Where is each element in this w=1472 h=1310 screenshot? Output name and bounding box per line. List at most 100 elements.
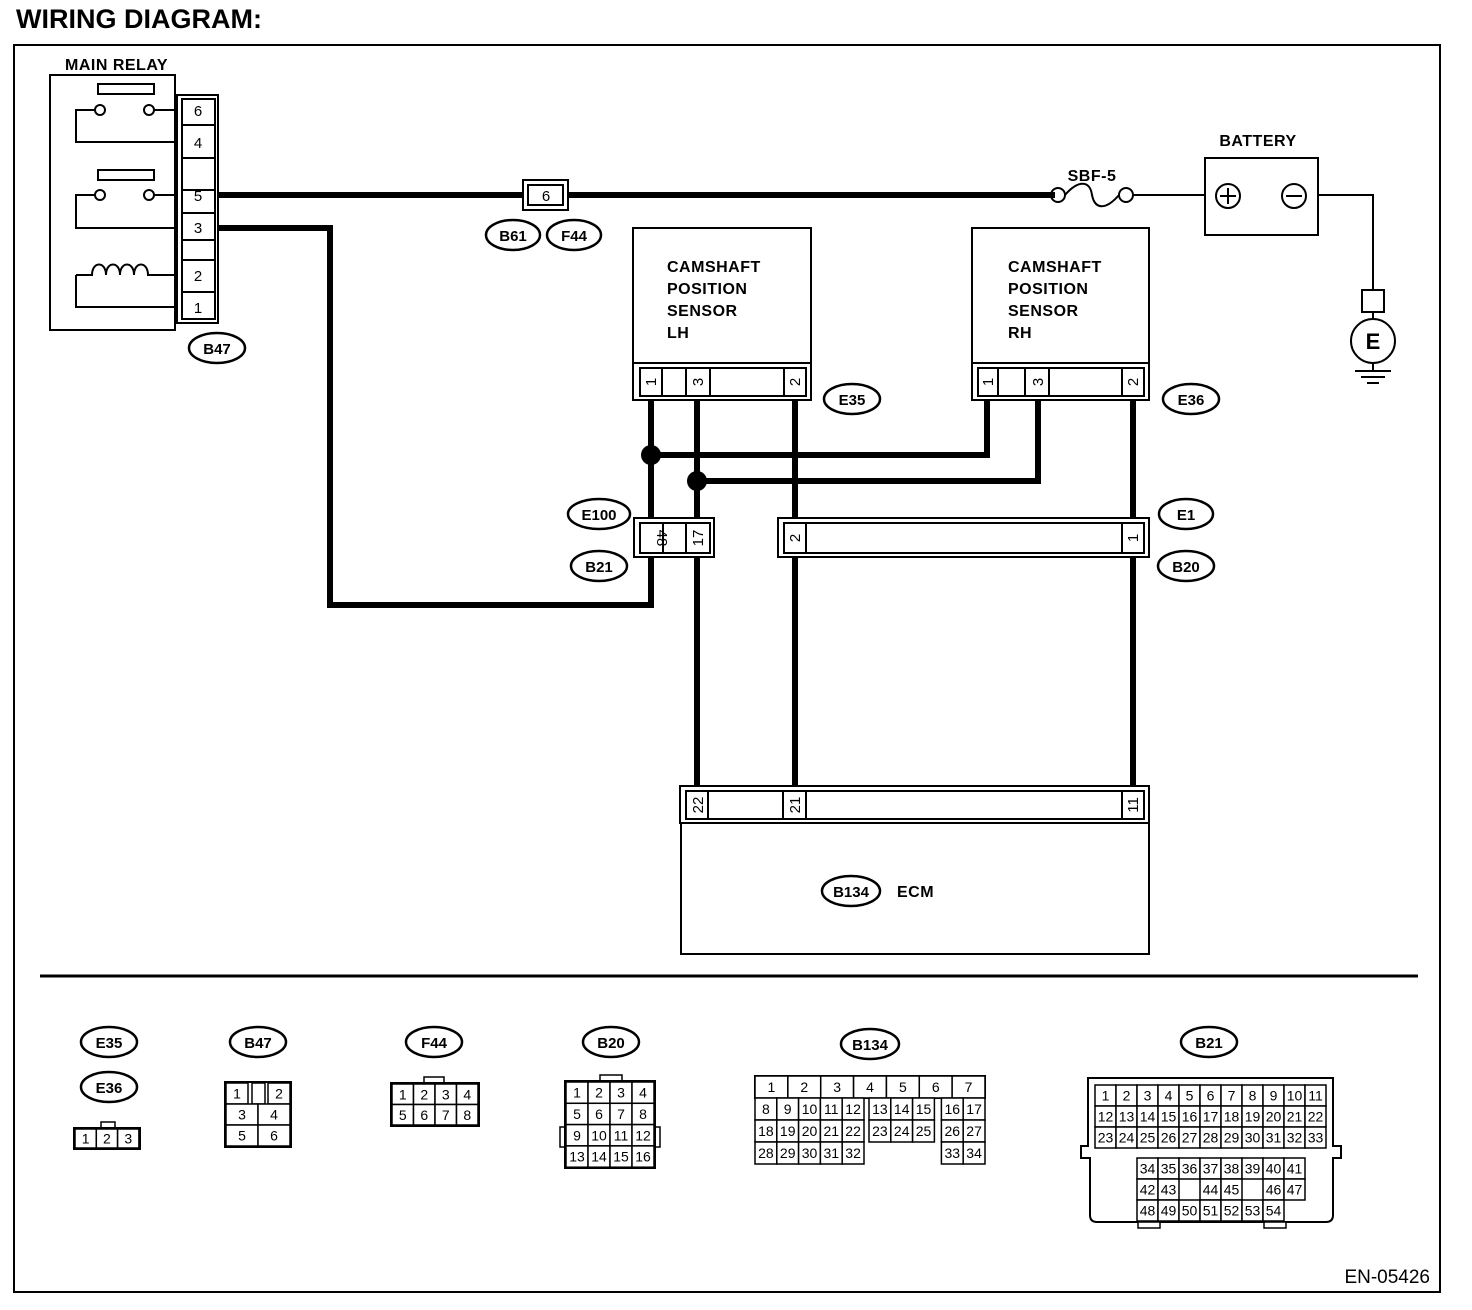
camshaft-sensor-rh: CAMSHAFT POSITION SENSOR RH 1 3 2 xyxy=(971,227,1150,401)
svg-text:28: 28 xyxy=(1203,1130,1219,1146)
splice-point xyxy=(687,471,707,491)
connector-pin-cell xyxy=(1262,1199,1285,1222)
page-title: WIRING DIAGRAM: xyxy=(16,4,262,34)
svg-text:6: 6 xyxy=(270,1128,278,1144)
svg-text:1: 1 xyxy=(82,1131,90,1147)
svg-text:26: 26 xyxy=(1161,1130,1177,1146)
svg-text:F44: F44 xyxy=(421,1035,448,1052)
connector-tag-e1 xyxy=(1157,497,1215,531)
svg-text:17: 17 xyxy=(1203,1109,1219,1125)
svg-text:6: 6 xyxy=(542,188,550,205)
svg-text:E35: E35 xyxy=(839,392,866,409)
svg-text:B21: B21 xyxy=(1195,1035,1223,1052)
svg-text:46: 46 xyxy=(1266,1182,1282,1198)
svg-text:23: 23 xyxy=(1098,1130,1114,1146)
svg-text:7: 7 xyxy=(617,1106,625,1122)
svg-text:1: 1 xyxy=(194,300,202,317)
svg-text:10: 10 xyxy=(802,1101,818,1117)
connector-e100-b21 xyxy=(633,517,715,558)
legend-tag-b134 xyxy=(839,1027,901,1061)
svg-text:27: 27 xyxy=(966,1123,982,1139)
svg-text:4: 4 xyxy=(194,135,202,152)
svg-text:3: 3 xyxy=(690,378,707,386)
connector-pin-cell xyxy=(911,1119,936,1143)
svg-text:3: 3 xyxy=(442,1086,450,1102)
svg-text:1: 1 xyxy=(980,378,997,386)
connector-pin-cell xyxy=(962,1141,986,1165)
wire-lh1-rh1 xyxy=(651,400,990,458)
svg-text:33: 33 xyxy=(1308,1130,1324,1146)
connector-pin-cell xyxy=(841,1141,865,1165)
svg-text:E36: E36 xyxy=(96,1080,123,1097)
svg-text:49: 49 xyxy=(1161,1203,1177,1219)
svg-text:7: 7 xyxy=(1228,1088,1236,1104)
svg-text:B134: B134 xyxy=(852,1037,889,1054)
svg-text:22: 22 xyxy=(1308,1109,1324,1125)
svg-text:2: 2 xyxy=(275,1086,283,1102)
svg-text:18: 18 xyxy=(1224,1109,1240,1125)
svg-text:4: 4 xyxy=(463,1086,471,1102)
svg-text:F44: F44 xyxy=(561,228,588,245)
svg-text:10: 10 xyxy=(1287,1088,1303,1104)
svg-text:51: 51 xyxy=(1203,1203,1219,1219)
svg-text:10: 10 xyxy=(591,1127,607,1143)
svg-text:14: 14 xyxy=(591,1149,607,1165)
svg-text:48: 48 xyxy=(1140,1203,1156,1219)
splice-point xyxy=(641,445,661,465)
ground-label: E xyxy=(1366,329,1381,354)
svg-text:26: 26 xyxy=(945,1123,961,1139)
legend-tag-e35 xyxy=(79,1025,139,1059)
ground-icon xyxy=(1355,363,1391,384)
svg-text:CAMSHAFT: CAMSHAFT xyxy=(1008,259,1102,276)
svg-text:38: 38 xyxy=(1224,1161,1240,1177)
svg-text:33: 33 xyxy=(945,1145,961,1161)
svg-text:1: 1 xyxy=(573,1085,581,1101)
svg-text:39: 39 xyxy=(1245,1161,1261,1177)
svg-text:E36: E36 xyxy=(1178,392,1205,409)
svg-text:E100: E100 xyxy=(581,507,616,524)
svg-text:9: 9 xyxy=(573,1127,581,1143)
svg-text:37: 37 xyxy=(1203,1161,1219,1177)
ground-e: E xyxy=(1350,289,1396,384)
wire-relay3-b21 xyxy=(218,225,654,608)
svg-text:13: 13 xyxy=(569,1149,585,1165)
svg-text:2: 2 xyxy=(800,1079,808,1095)
svg-text:4: 4 xyxy=(639,1085,647,1101)
svg-text:POSITION: POSITION xyxy=(667,281,747,298)
svg-text:17: 17 xyxy=(966,1101,982,1117)
fuse-sbf-5: SBF-5 xyxy=(1050,168,1134,208)
connector-pin-cell xyxy=(631,1145,655,1168)
svg-text:24: 24 xyxy=(1119,1130,1135,1146)
svg-text:7: 7 xyxy=(442,1107,450,1123)
svg-text:16: 16 xyxy=(1182,1109,1198,1125)
svg-text:1: 1 xyxy=(1125,534,1142,542)
svg-text:43: 43 xyxy=(1161,1182,1177,1198)
svg-text:31: 31 xyxy=(1266,1130,1282,1146)
diagram-frame xyxy=(13,44,1441,1293)
svg-text:2: 2 xyxy=(787,378,804,386)
ecm-label: ECM xyxy=(897,884,934,901)
svg-text:30: 30 xyxy=(1245,1130,1261,1146)
battery-negative-icon xyxy=(1281,183,1307,209)
fuse-label: SBF-5 xyxy=(1068,168,1117,185)
svg-text:34: 34 xyxy=(1140,1161,1156,1177)
svg-text:23: 23 xyxy=(872,1123,888,1139)
connector-pin-cell xyxy=(1304,1126,1327,1149)
svg-text:19: 19 xyxy=(1245,1109,1261,1125)
svg-text:11: 11 xyxy=(1308,1088,1323,1104)
svg-text:36: 36 xyxy=(1182,1161,1198,1177)
svg-text:5: 5 xyxy=(573,1106,581,1122)
svg-text:3: 3 xyxy=(194,220,202,237)
ecm: 22 21 11 B134 ECM xyxy=(679,785,1150,955)
svg-text:5: 5 xyxy=(194,188,202,205)
connector-tag-b47 xyxy=(187,331,247,365)
svg-text:52: 52 xyxy=(1224,1203,1240,1219)
svg-text:27: 27 xyxy=(1182,1130,1198,1146)
svg-text:E1: E1 xyxy=(1177,507,1195,524)
svg-text:32: 32 xyxy=(845,1145,861,1161)
svg-text:6: 6 xyxy=(420,1107,428,1123)
svg-text:3: 3 xyxy=(617,1085,625,1101)
